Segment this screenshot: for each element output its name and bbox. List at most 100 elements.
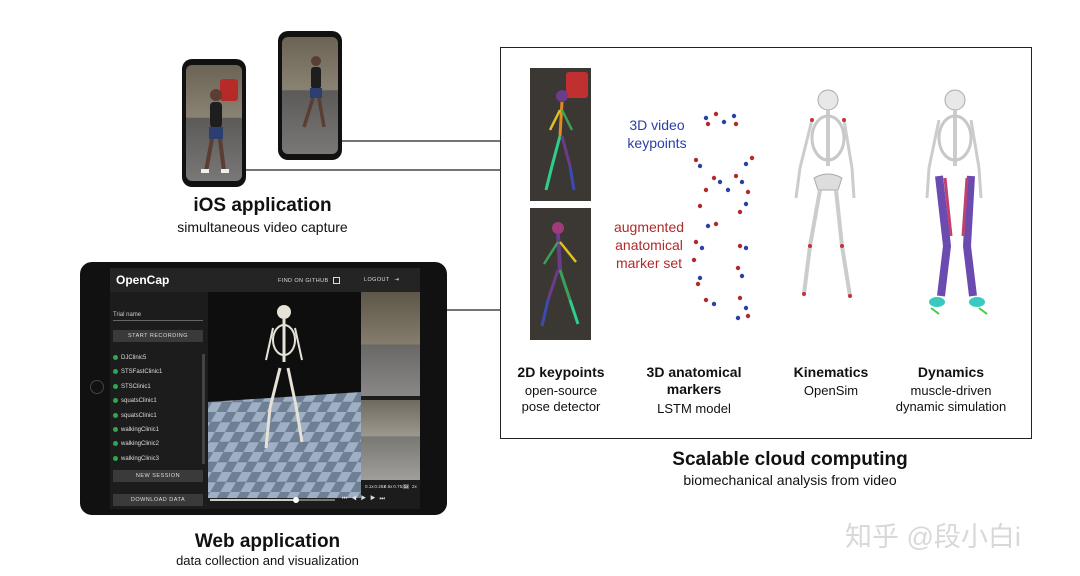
walking-person-figure xyxy=(196,83,236,181)
video-keypoint-dot xyxy=(744,202,748,206)
video-keypoint-dot xyxy=(718,180,722,184)
anatomical-marker-dot xyxy=(738,296,742,300)
new-session-button[interactable]: NEW SESSION xyxy=(113,470,203,482)
anatomical-marker-dot xyxy=(694,158,698,162)
phone-video-frame xyxy=(186,65,242,181)
skip-start-icon[interactable]: ⏮ xyxy=(342,496,351,502)
viewer-skeleton xyxy=(252,302,312,462)
skip-end-icon[interactable]: ⏭ xyxy=(379,496,388,502)
app-name: OpenCap xyxy=(116,273,169,287)
video-keypoint-dot xyxy=(700,246,704,250)
trial-status-dot xyxy=(113,413,118,418)
speed-option[interactable]: 2x xyxy=(412,484,417,489)
timeline-track[interactable] xyxy=(210,499,335,501)
trial-item[interactable]: walkingClinic3 xyxy=(113,453,159,466)
app-header: OpenCap FIND ON GITHUB LOGOUT ⇥ xyxy=(110,268,420,292)
speed-option[interactable]: 0.1x xyxy=(365,484,374,489)
dynamics-skeleton xyxy=(911,86,1001,331)
trial-status-dot xyxy=(113,369,118,374)
video-keypoint-dot xyxy=(736,316,740,320)
video-keypoint-dot xyxy=(744,162,748,166)
trial-label: walkingClinic1 xyxy=(121,427,159,433)
anatomical-marker-dot xyxy=(694,240,698,244)
external-link-icon xyxy=(333,277,340,284)
col-kinematics-sub: OpenSim xyxy=(771,383,891,399)
web-title: Web application xyxy=(130,531,405,553)
col-3d-markers-sub: LSTM model xyxy=(629,401,759,417)
video-keypoint-dot xyxy=(704,116,708,120)
cloud-subtitle: biomechanical analysis from video xyxy=(620,472,960,488)
trial-item[interactable]: walkingClinic2 xyxy=(113,438,159,451)
timeline-handle[interactable] xyxy=(293,497,299,503)
trial-item[interactable]: squatsClinic1 xyxy=(113,395,157,408)
trial-label: squatsClinic1 xyxy=(121,398,157,404)
anatomical-marker-dot xyxy=(750,156,754,160)
phone-video-frame xyxy=(282,37,338,154)
download-data-button[interactable]: DOWNLOAD DATA xyxy=(113,494,203,506)
cloud-pipeline-panel: 3D video keypoints augmented anatomical … xyxy=(500,47,1032,439)
anatomical-marker-dot xyxy=(714,112,718,116)
video-keypoint-dot xyxy=(706,224,710,228)
logout-link[interactable]: LOGOUT ⇥ xyxy=(364,277,399,283)
anatomical-marker-dot xyxy=(714,222,718,226)
anatomical-marker-dot xyxy=(736,266,740,270)
iphone-right xyxy=(278,31,342,160)
anatomical-marker-dot xyxy=(712,176,716,180)
augmented-marker-label: augmented anatomical marker set xyxy=(601,218,697,272)
col-3d-markers-title: 3D anatomical markers xyxy=(629,364,759,398)
anatomical-marker-dot xyxy=(692,258,696,262)
col-dynamics-title: Dynamics xyxy=(891,364,1011,380)
walking-person-figure xyxy=(296,51,336,151)
keypoints-image-bottom xyxy=(530,208,591,340)
keypoint-skeleton-overlay xyxy=(536,86,586,198)
anatomical-marker-dot xyxy=(738,244,742,248)
trial-item[interactable]: walkingClinic1 xyxy=(113,424,159,437)
marker-dot-cloud xyxy=(686,108,776,333)
anatomical-marker-dot xyxy=(746,190,750,194)
trial-label: DJClinic5 xyxy=(121,355,146,361)
video-keypoint-dot xyxy=(732,114,736,118)
trial-label: STSFastClinic1 xyxy=(121,369,162,375)
trial-status-dot xyxy=(113,398,118,403)
start-recording-button[interactable]: START RECORDING xyxy=(113,330,203,342)
anatomical-marker-dot xyxy=(706,122,710,126)
kinematics-skeleton xyxy=(786,86,866,326)
speed-option[interactable]: 1x xyxy=(403,484,410,489)
sidebar-scrollbar[interactable] xyxy=(202,354,205,464)
col-2d-keypoints-sub: open-source pose detector xyxy=(501,383,621,415)
trial-item[interactable]: STSFastClinic1 xyxy=(113,366,162,379)
trial-item[interactable]: squatsClinic1 xyxy=(113,410,157,423)
play-icon[interactable]: ▶ xyxy=(361,496,370,502)
video-keypoint-dot xyxy=(740,180,744,184)
trial-status-dot xyxy=(113,427,118,432)
3d-viewer[interactable] xyxy=(208,292,361,498)
video-view-top[interactable] xyxy=(361,292,420,396)
trial-item[interactable]: DJClinic5 xyxy=(113,352,146,365)
video-view-bottom[interactable] xyxy=(361,400,420,480)
logout-icon: ⇥ xyxy=(394,277,399,283)
video-keypoint-dot xyxy=(698,276,702,280)
trial-label: walkingClinic3 xyxy=(121,456,159,462)
video-keypoint-dot xyxy=(744,306,748,310)
speed-option[interactable]: 0.5x xyxy=(384,484,393,489)
trial-item[interactable]: STSClinic1 xyxy=(113,381,151,394)
video-keypoint-dot xyxy=(744,246,748,250)
col-kinematics-title: Kinematics xyxy=(771,364,891,380)
anatomical-marker-dot xyxy=(734,174,738,178)
col-dynamics-sub: muscle-driven dynamic simulation xyxy=(881,383,1021,415)
web-subtitle: data collection and visualization xyxy=(130,553,405,568)
trial-name-input[interactable]: Trial name xyxy=(113,312,203,321)
video-keypoint-dot xyxy=(726,188,730,192)
iphone-left xyxy=(182,59,246,187)
video-keypoint-dot xyxy=(712,302,716,306)
video-keypoint-dot xyxy=(740,274,744,278)
step-back-icon[interactable]: ◀ xyxy=(351,496,360,502)
trial-label: walkingClinic2 xyxy=(121,441,159,447)
find-on-github-link[interactable]: FIND ON GITHUB xyxy=(278,277,340,284)
anatomical-marker-dot xyxy=(696,282,700,286)
anatomical-marker-dot xyxy=(746,314,750,318)
anatomical-marker-dot xyxy=(698,204,702,208)
keypoints-image-top xyxy=(530,68,591,201)
trial-status-dot xyxy=(113,355,118,360)
trial-status-dot xyxy=(113,384,118,389)
